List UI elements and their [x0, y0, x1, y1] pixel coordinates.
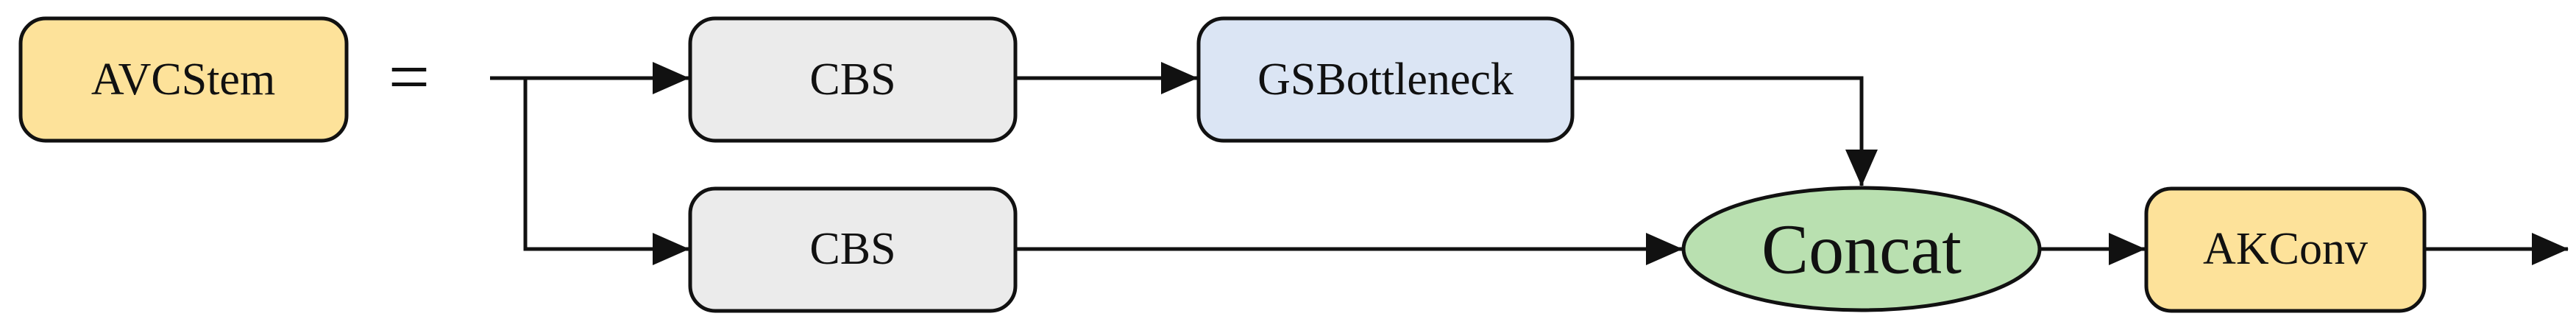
- concat-label: Concat: [1761, 210, 1962, 289]
- edge-gsbottleneck-to-concat: [1572, 76, 1878, 186]
- avcstem-box: [18, 16, 349, 143]
- node-akconv: AKConv: [2144, 186, 2427, 313]
- edge-input-to-cbs-bottom: [523, 78, 689, 265]
- node-cbs-top: CBS: [688, 16, 1018, 143]
- cbs-top-label: CBS: [809, 55, 895, 105]
- node-concat: Concat: [1681, 186, 2042, 312]
- avcstem-block: AVCStem: [18, 16, 349, 143]
- avcstem-label: AVCStem: [91, 55, 275, 105]
- node-gsbottleneck: GSBottleneck: [1196, 16, 1575, 143]
- equals-sign: =: [388, 36, 430, 118]
- node-cbs-bottom: CBS: [688, 186, 1018, 313]
- input-edges: [490, 62, 689, 265]
- gsbottleneck-label: GSBottleneck: [1257, 55, 1514, 105]
- cbs-bottom-label: CBS: [809, 224, 895, 274]
- akconv-label: AKConv: [2203, 224, 2368, 274]
